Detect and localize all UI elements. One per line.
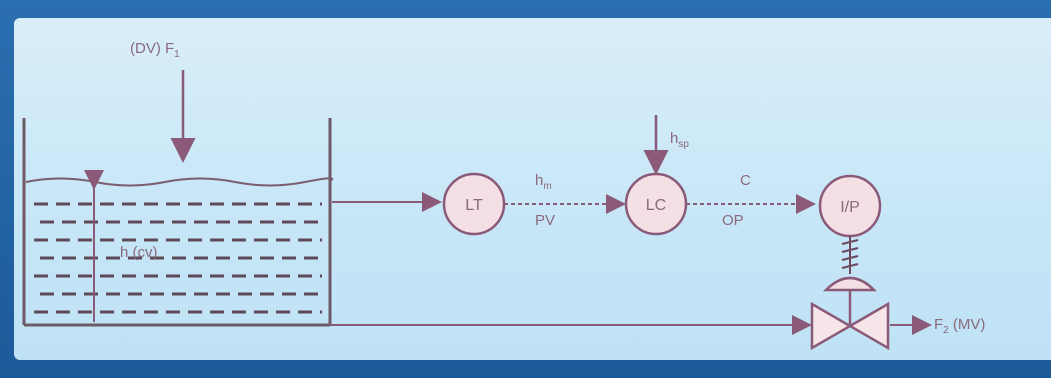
pneumatic-line (841, 236, 859, 274)
setpoint-label: hsp (670, 130, 689, 150)
outflow-label: F2 (MV) (934, 316, 986, 336)
liquid-hatching (34, 202, 322, 314)
pv-label: PV (535, 212, 556, 229)
valve-actuator (822, 276, 878, 292)
tank (22, 118, 334, 327)
liquid-surface (25, 177, 334, 187)
lt-label: LT (465, 197, 483, 214)
level-label: h (cv) (120, 244, 158, 261)
control-valve (810, 301, 890, 351)
c-signal-label: C (740, 172, 751, 189)
diagram-panel (14, 18, 1051, 360)
hm-signal-label: hm (535, 172, 552, 192)
ip-label: I/P (840, 199, 860, 216)
lc-label: LC (646, 197, 666, 214)
disturbance-label: (DV) F1 (130, 40, 180, 60)
op-label: OP (722, 212, 744, 229)
